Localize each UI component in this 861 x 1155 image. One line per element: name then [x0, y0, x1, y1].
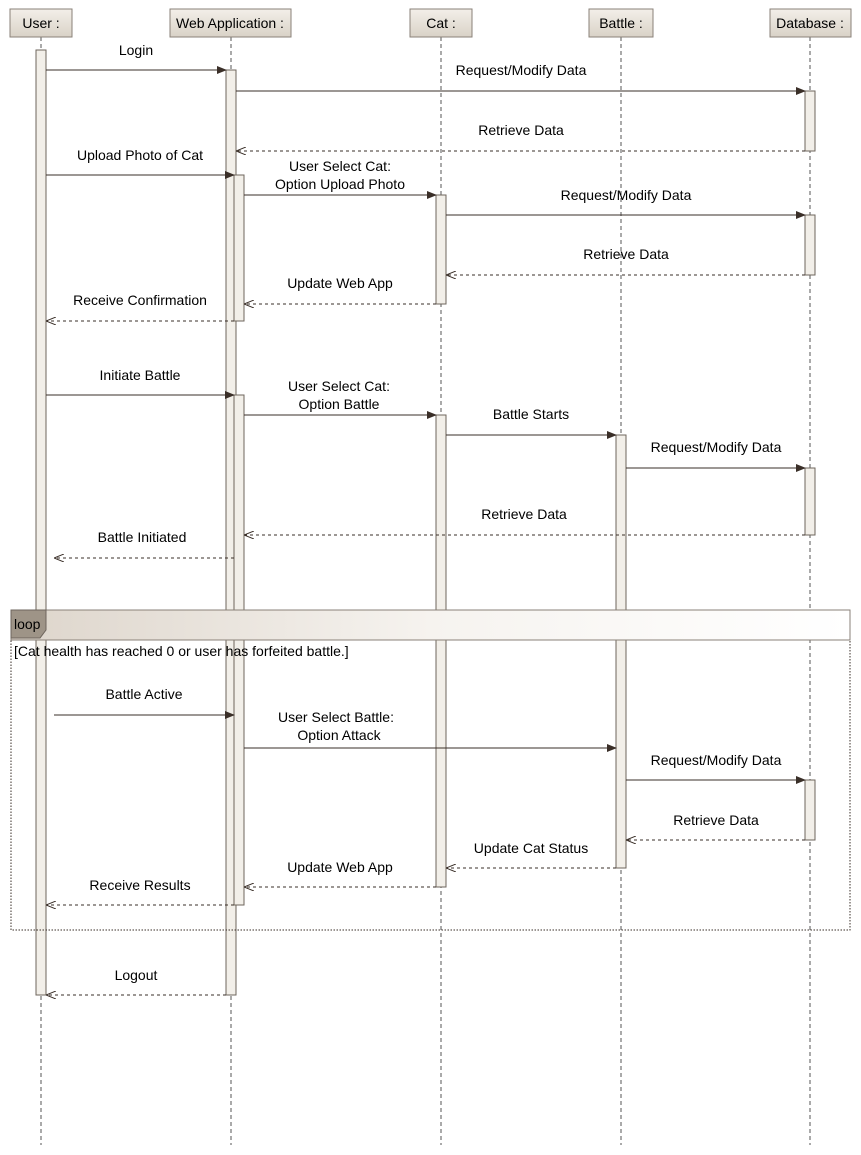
- activation-web-nested: [233, 394, 245, 906]
- message-label: Request/Modify Data: [456, 62, 587, 78]
- message-label: Request/Modify Data: [651, 752, 782, 768]
- lifeline-user-label: User :: [22, 15, 59, 31]
- activation-cat: [435, 414, 447, 888]
- activation-cat: [435, 194, 447, 305]
- messages: Login Request/Modify Data Retrieve Data …: [46, 42, 806, 995]
- message-label: User Select Cat:: [289, 158, 391, 174]
- message-label: Request/Modify Data: [561, 187, 692, 203]
- message-label: Login: [119, 42, 153, 58]
- message-label: Battle Starts: [493, 406, 569, 422]
- message-label: Logout: [115, 967, 158, 983]
- loop-header-bar: [10, 609, 851, 641]
- message-label: Battle Initiated: [98, 529, 187, 545]
- activation-bars: [35, 49, 816, 996]
- loop-operator-label: loop: [14, 616, 41, 632]
- activation-web-nested: [233, 174, 245, 322]
- activation-db: [804, 467, 816, 536]
- message-label: Request/Modify Data: [651, 439, 782, 455]
- message-label: Initiate Battle: [100, 367, 181, 383]
- message-label-line2: Option Battle: [299, 396, 380, 412]
- lifeline-headers: User : Web Application : Cat : Battle : …: [9, 8, 852, 38]
- message-label: Retrieve Data: [481, 506, 567, 522]
- lifeline-header-cat[interactable]: Cat :: [409, 8, 473, 38]
- message-label: Battle Active: [105, 686, 182, 702]
- message-label-line2: Option Upload Photo: [275, 176, 405, 192]
- lifeline-header-web[interactable]: Web Application :: [169, 8, 292, 38]
- lifeline-header-db[interactable]: Database :: [769, 8, 852, 38]
- lifeline-header-user[interactable]: User :: [9, 8, 73, 38]
- message-label: Upload Photo of Cat: [77, 147, 203, 163]
- message-label: User Select Battle:: [278, 709, 394, 725]
- lifeline-db-label: Database :: [776, 15, 844, 31]
- lifeline-cat-label: Cat :: [426, 15, 456, 31]
- message-label: User Select Cat:: [288, 378, 390, 394]
- message-label: Retrieve Data: [583, 246, 669, 262]
- lifeline-battle-label: Battle :: [599, 15, 643, 31]
- message-label: Receive Confirmation: [73, 292, 207, 308]
- message-label: Retrieve Data: [673, 812, 759, 828]
- activation-db: [804, 779, 816, 841]
- message-label: Update Cat Status: [474, 840, 588, 856]
- lifeline-web-label: Web Application :: [176, 15, 284, 31]
- loop-frame: [10, 609, 851, 931]
- message-label: Receive Results: [89, 877, 190, 893]
- activation-battle: [615, 434, 627, 869]
- activation-user: [35, 49, 47, 996]
- message-label-line2: Option Attack: [297, 727, 381, 743]
- message-label: Update Web App: [287, 275, 393, 291]
- activation-db: [804, 214, 816, 276]
- message-label: Update Web App: [287, 859, 393, 875]
- message-label: Retrieve Data: [478, 122, 564, 138]
- loop-fragment: loop [Cat health has reached 0 or user h…: [10, 609, 851, 931]
- activation-db: [804, 90, 816, 152]
- loop-guard: [Cat health has reached 0 or user has fo…: [14, 643, 349, 659]
- loop-operator-tab: [10, 609, 47, 639]
- lifeline-header-battle[interactable]: Battle :: [588, 8, 654, 38]
